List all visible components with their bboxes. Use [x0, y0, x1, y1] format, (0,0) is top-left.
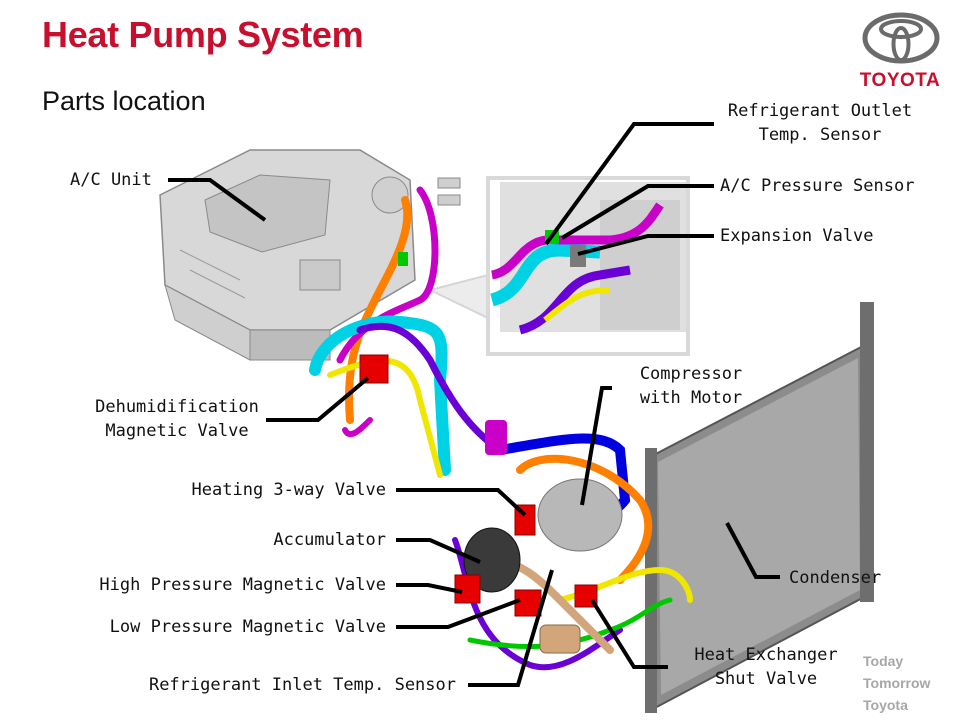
label-line: Compressor	[639, 364, 743, 384]
label-line: Dehumidification	[95, 397, 259, 417]
label-refrigerant-inlet-sensor: Refrigerant Inlet Temp. Sensor	[148, 675, 456, 695]
label-refrigerant-outlet-sensor: Refrigerant Outlet Temp. Sensor	[718, 99, 922, 147]
label-line: with Motor	[639, 388, 743, 408]
ac-unit-housing	[159, 149, 461, 361]
label-line: Heat Exchanger	[694, 645, 838, 665]
condenser-unit	[645, 302, 874, 713]
label-heat-exchanger-valve: Heat Exchanger Shut Valve	[674, 643, 858, 691]
toyota-emblem-icon	[862, 12, 940, 64]
label-accumulator: Accumulator	[273, 530, 386, 550]
tagline-line: Toyota	[863, 697, 908, 713]
label-dehumidification-valve: Dehumidification Magnetic Valve	[80, 395, 274, 443]
brand-wordmark: TOYOTA	[859, 70, 941, 91]
label-line: Shut Valve	[714, 669, 818, 689]
label-line: Magnetic Valve	[105, 421, 249, 441]
tagline-line: Tomorrow	[863, 675, 931, 691]
tagline: Today Tomorrow Toyota	[863, 650, 930, 716]
label-high-pressure-valve: High Pressure Magnetic Valve	[99, 575, 386, 595]
label-heating-3way-valve: Heating 3-way Valve	[191, 480, 386, 500]
label-low-pressure-valve: Low Pressure Magnetic Valve	[109, 617, 386, 637]
page-title: Heat Pump System	[42, 14, 364, 55]
inset-zoom	[427, 176, 690, 356]
page-subtitle: Parts location	[42, 86, 206, 116]
leader-lines	[168, 122, 780, 687]
label-ac-pressure-sensor: A/C Pressure Sensor	[720, 176, 915, 196]
label-condenser: Condenser	[789, 568, 882, 588]
label-line: Temp. Sensor	[758, 125, 882, 145]
label-ac-unit: A/C Unit	[70, 170, 152, 190]
label-expansion-valve: Expansion Valve	[720, 226, 874, 246]
label-line: Refrigerant Outlet	[727, 101, 913, 121]
tagline-line: Today	[863, 653, 904, 669]
label-compressor: Compressor with Motor	[614, 362, 768, 410]
